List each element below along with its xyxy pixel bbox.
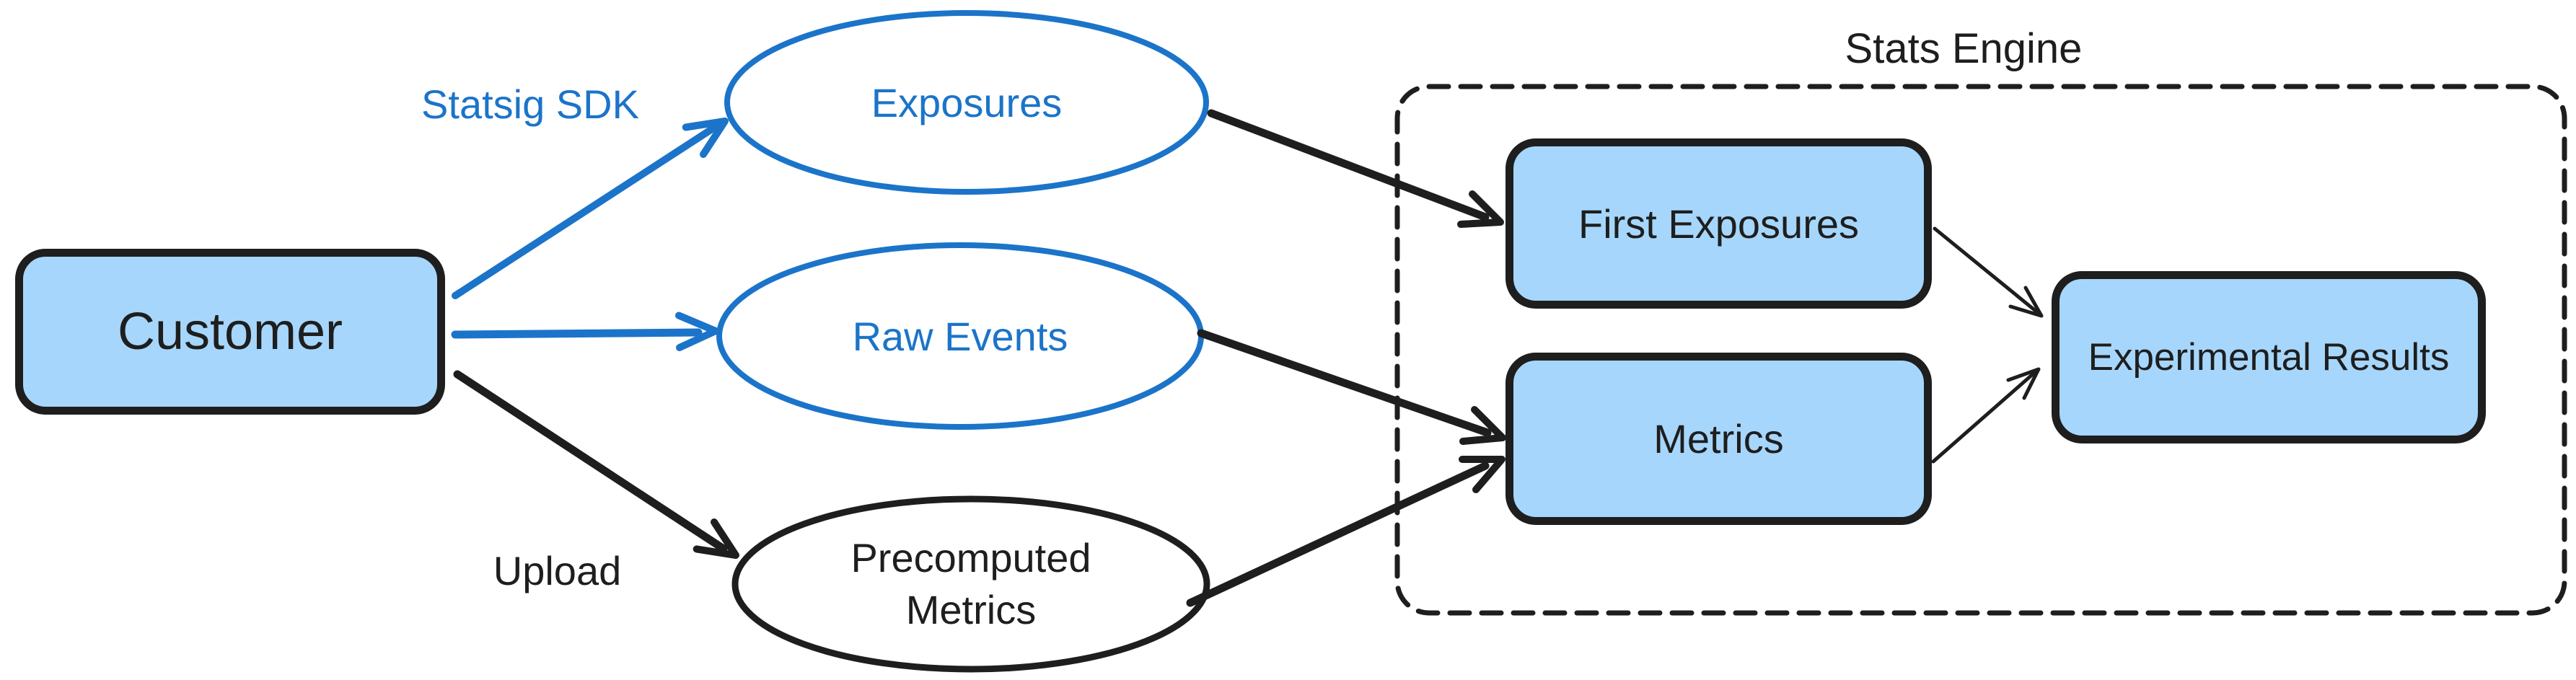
node-customer-label: Customer [117, 303, 343, 361]
arrow-first-exposures-to-experimental-results [1933, 226, 2044, 318]
arrow-exposures-to-first-exposures [1207, 109, 1504, 228]
edge-label-upload: Upload [493, 547, 622, 593]
arrow-metrics-to-experimental-results [1931, 367, 2041, 464]
node-metrics-label: Metrics [1653, 416, 1784, 462]
node-exposures-ellipse [724, 10, 1209, 195]
node-precomputed-metrics-ellipse [731, 495, 1210, 673]
node-exposures-label: Exposures [871, 79, 1063, 125]
node-metrics: Metrics [1505, 353, 1932, 525]
node-raw-events-label: Raw Events [852, 313, 1068, 359]
node-first-exposures: First Exposures [1505, 138, 1932, 309]
node-experimental-results-label: Experimental Results [2088, 336, 2450, 379]
node-precomputed-metrics-label-line1: Precomputed [850, 535, 1091, 580]
stats-engine-group-title: Stats Engine [1845, 25, 2083, 72]
node-customer: Customer [15, 249, 445, 415]
arrow-customer-to-exposures [452, 118, 729, 299]
node-precomputed-metrics-label-line2: Metrics [905, 587, 1037, 632]
arrow-raw-events-to-metrics [1197, 329, 1506, 445]
stats-engine-group-border [1394, 84, 2567, 616]
arrow-customer-to-raw-events [451, 312, 719, 351]
arrow-precomputed-metrics-to-metrics [1186, 456, 1505, 607]
node-precomputed-metrics-label: Precomputed Metrics [755, 532, 1187, 636]
node-first-exposures-label: First Exposures [1578, 200, 1859, 247]
node-experimental-results: Experimental Results [2052, 271, 2486, 443]
arrow-customer-to-precomputed-metrics [453, 370, 739, 559]
edge-label-statsig-sdk: Statsig SDK [421, 81, 639, 127]
